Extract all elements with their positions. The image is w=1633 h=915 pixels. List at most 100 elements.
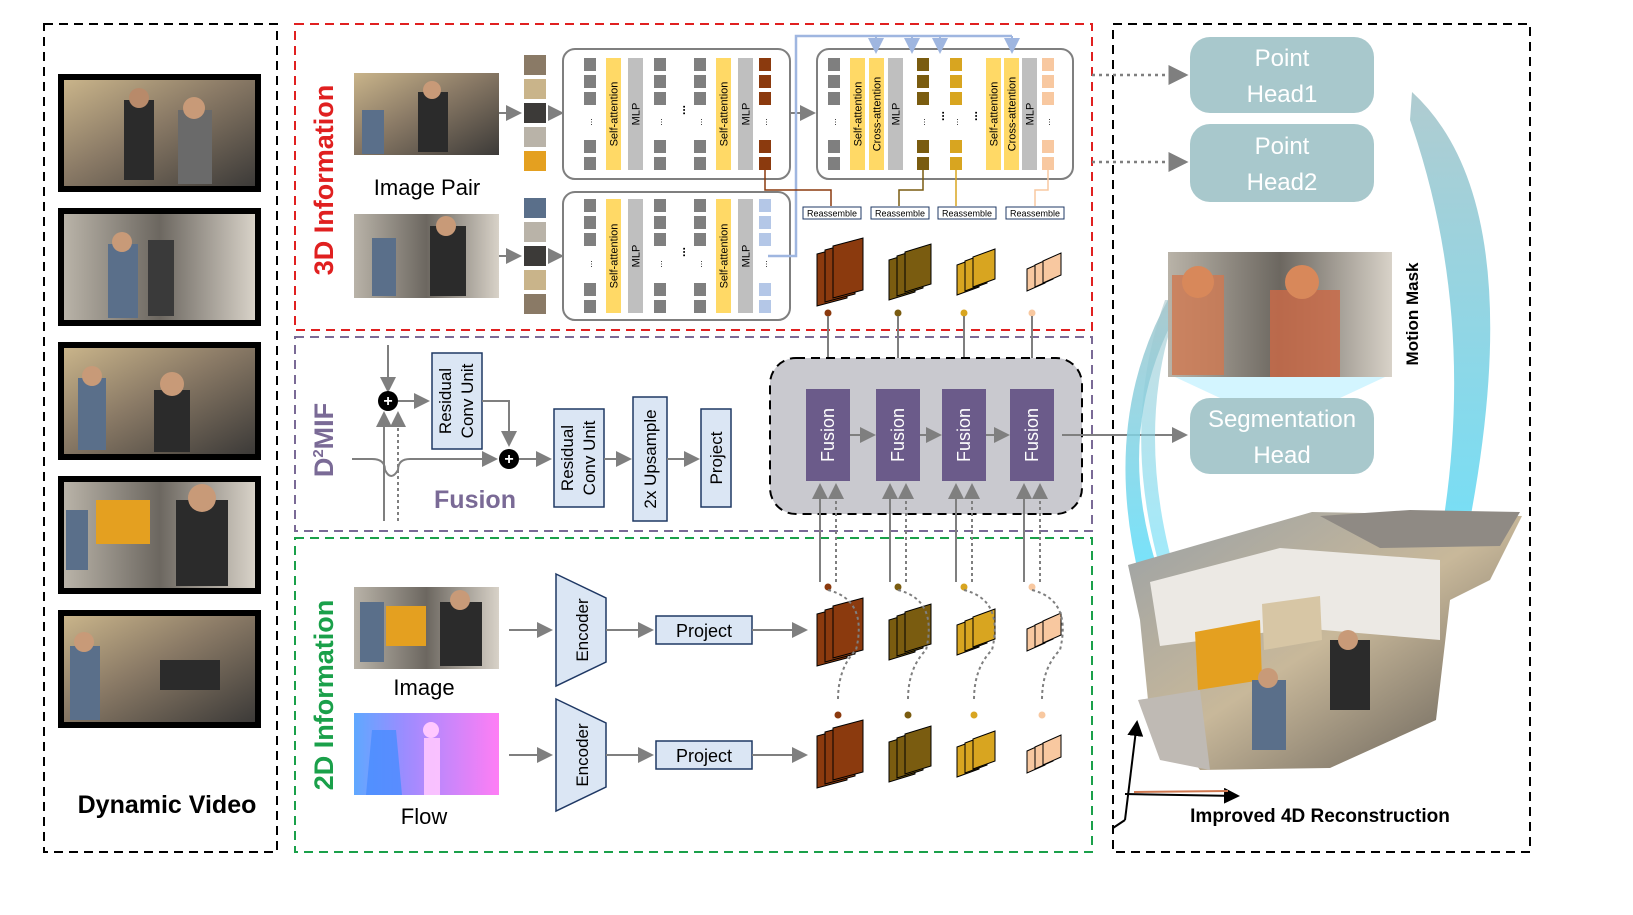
svg-text:Point: Point bbox=[1255, 133, 1310, 160]
residual-conv-unit-2 bbox=[553, 408, 605, 508]
svg-text:Cross-attention: Cross-attention bbox=[1007, 77, 1019, 152]
svg-text:...: ... bbox=[917, 118, 927, 126]
flow-2d-label: Flow bbox=[401, 804, 448, 829]
svg-text:...: ... bbox=[694, 118, 704, 126]
dec-self-attention-2: Self-attention bbox=[986, 58, 1001, 170]
svg-text:Segmentation: Segmentation bbox=[1208, 406, 1356, 433]
feature-3d-1 bbox=[816, 237, 864, 307]
token-col-mid2-1: ... bbox=[694, 199, 706, 313]
reconstruction-point-cloud bbox=[1128, 510, 1522, 770]
feature-2d-image-2 bbox=[888, 603, 932, 661]
feature-2d-flow-1 bbox=[816, 719, 864, 789]
svg-text:...: ... bbox=[933, 111, 947, 121]
feature-2d-flow-3 bbox=[956, 730, 996, 778]
dec-token-in: ... bbox=[828, 58, 840, 170]
feature-2d-flow-2 bbox=[888, 725, 932, 783]
fusion-node-3: Fusion bbox=[942, 389, 986, 481]
svg-text:MLP: MLP bbox=[631, 103, 643, 126]
dec-token-out: ... bbox=[1042, 58, 1054, 170]
svg-text:Point: Point bbox=[1255, 45, 1310, 72]
svg-text:Encoder: Encoder bbox=[573, 723, 592, 787]
svg-text:...: ... bbox=[584, 118, 594, 126]
reassemble-box-4 bbox=[1005, 206, 1065, 220]
svg-text:Project: Project bbox=[707, 431, 726, 484]
token-col-out-1: ... bbox=[759, 199, 771, 313]
residual-conv-unit-1 bbox=[431, 352, 483, 450]
svg-text:...: ... bbox=[966, 111, 980, 121]
dec-cross-attention-2: Cross-attention bbox=[1004, 58, 1019, 170]
svg-text:Reassemble: Reassemble bbox=[942, 209, 992, 219]
svg-text:Head1: Head1 bbox=[1247, 81, 1318, 108]
feature-2d-image-1 bbox=[816, 597, 864, 667]
svg-text:Self-attention: Self-attention bbox=[989, 82, 1001, 147]
fusion-node-1: Fusion bbox=[806, 389, 850, 481]
video-panel-label: Dynamic Video bbox=[78, 791, 257, 819]
project-box-image bbox=[655, 615, 753, 645]
segmentation-head bbox=[1190, 398, 1374, 474]
fusion-nodes: Fusion Fusion Fusion Fusion bbox=[806, 389, 1054, 582]
self-attention-bar-b-1: Self-attention bbox=[716, 199, 731, 313]
svg-text:Self-attention: Self-attention bbox=[719, 224, 731, 289]
svg-text:Fusion: Fusion bbox=[954, 408, 974, 462]
feature-3d-3 bbox=[956, 248, 996, 296]
svg-text:...: ... bbox=[584, 260, 594, 268]
svg-text:MLP: MLP bbox=[741, 103, 753, 126]
svg-text:...: ... bbox=[654, 118, 664, 126]
svg-text:MLP: MLP bbox=[741, 245, 753, 268]
output-label: Improved 4D Reconstruction bbox=[1190, 806, 1450, 827]
point-head2 bbox=[1190, 124, 1374, 202]
token-col-out-0: ... bbox=[759, 58, 771, 170]
info3d-label: 3D Information bbox=[309, 85, 339, 276]
token-col-in-1: ... bbox=[584, 199, 596, 313]
svg-text:Reassemble: Reassemble bbox=[875, 209, 925, 219]
feature-3d-4 bbox=[1026, 252, 1062, 292]
feature-2d-flow-4 bbox=[1026, 734, 1062, 774]
project-box-fusion bbox=[700, 408, 732, 508]
encoder-image bbox=[555, 572, 607, 688]
project-box-flow bbox=[655, 740, 753, 770]
svg-text:Self-attention: Self-attention bbox=[853, 82, 865, 147]
svg-text:...: ... bbox=[828, 118, 838, 126]
self-attention-bar-a-1: Self-attention bbox=[606, 199, 621, 313]
point-head1 bbox=[1190, 37, 1374, 113]
reassemble-boxes: Reassemble Reassemble Reassemble Reassem… bbox=[802, 206, 1065, 220]
svg-text:Residual: Residual bbox=[436, 368, 455, 434]
fusion-node-4: Fusion bbox=[1010, 389, 1054, 481]
feature-stacks-3d bbox=[816, 237, 1062, 388]
feature-2d-image-3 bbox=[956, 608, 996, 656]
reassemble-box-2 bbox=[870, 206, 930, 220]
svg-text:MLP: MLP bbox=[1025, 103, 1037, 126]
svg-text:Residual: Residual bbox=[558, 425, 577, 491]
token-col-mid2-0: ... bbox=[694, 58, 706, 170]
upsample-box bbox=[632, 396, 668, 522]
svg-text:...: ... bbox=[759, 260, 769, 268]
info2d-panel bbox=[294, 537, 1093, 853]
svg-text:...: ... bbox=[674, 105, 688, 115]
svg-text:Reassemble: Reassemble bbox=[1010, 209, 1060, 219]
info3d-panel bbox=[294, 23, 1093, 331]
svg-text:...: ... bbox=[759, 118, 769, 126]
patch-tiles-bottom bbox=[524, 198, 546, 314]
svg-text:Self-attention: Self-attention bbox=[609, 224, 621, 289]
fusion-caption: Fusion bbox=[434, 486, 516, 514]
svg-text:MLP: MLP bbox=[891, 103, 903, 126]
svg-text:...: ... bbox=[654, 260, 664, 268]
svg-text:Project: Project bbox=[676, 621, 732, 641]
svg-text:Fusion: Fusion bbox=[888, 408, 908, 462]
svg-text:Fusion: Fusion bbox=[818, 408, 838, 462]
feature-stacks-2d bbox=[816, 583, 1064, 789]
info2d-label: 2D Information bbox=[309, 600, 339, 791]
token-col-mid-1: ... bbox=[654, 199, 666, 313]
svg-text:Conv Unit: Conv Unit bbox=[580, 420, 599, 495]
mlp-bar-b-1: MLP bbox=[738, 199, 753, 313]
add-node-2 bbox=[499, 449, 519, 469]
svg-text:Head: Head bbox=[1253, 442, 1310, 469]
token-col-mid-0: ... bbox=[654, 58, 666, 170]
svg-text:MLP: MLP bbox=[631, 245, 643, 268]
fusion-node-2: Fusion bbox=[876, 389, 920, 481]
svg-text:...: ... bbox=[950, 118, 960, 126]
svg-text:Head2: Head2 bbox=[1247, 169, 1318, 196]
svg-text:+: + bbox=[504, 451, 513, 468]
